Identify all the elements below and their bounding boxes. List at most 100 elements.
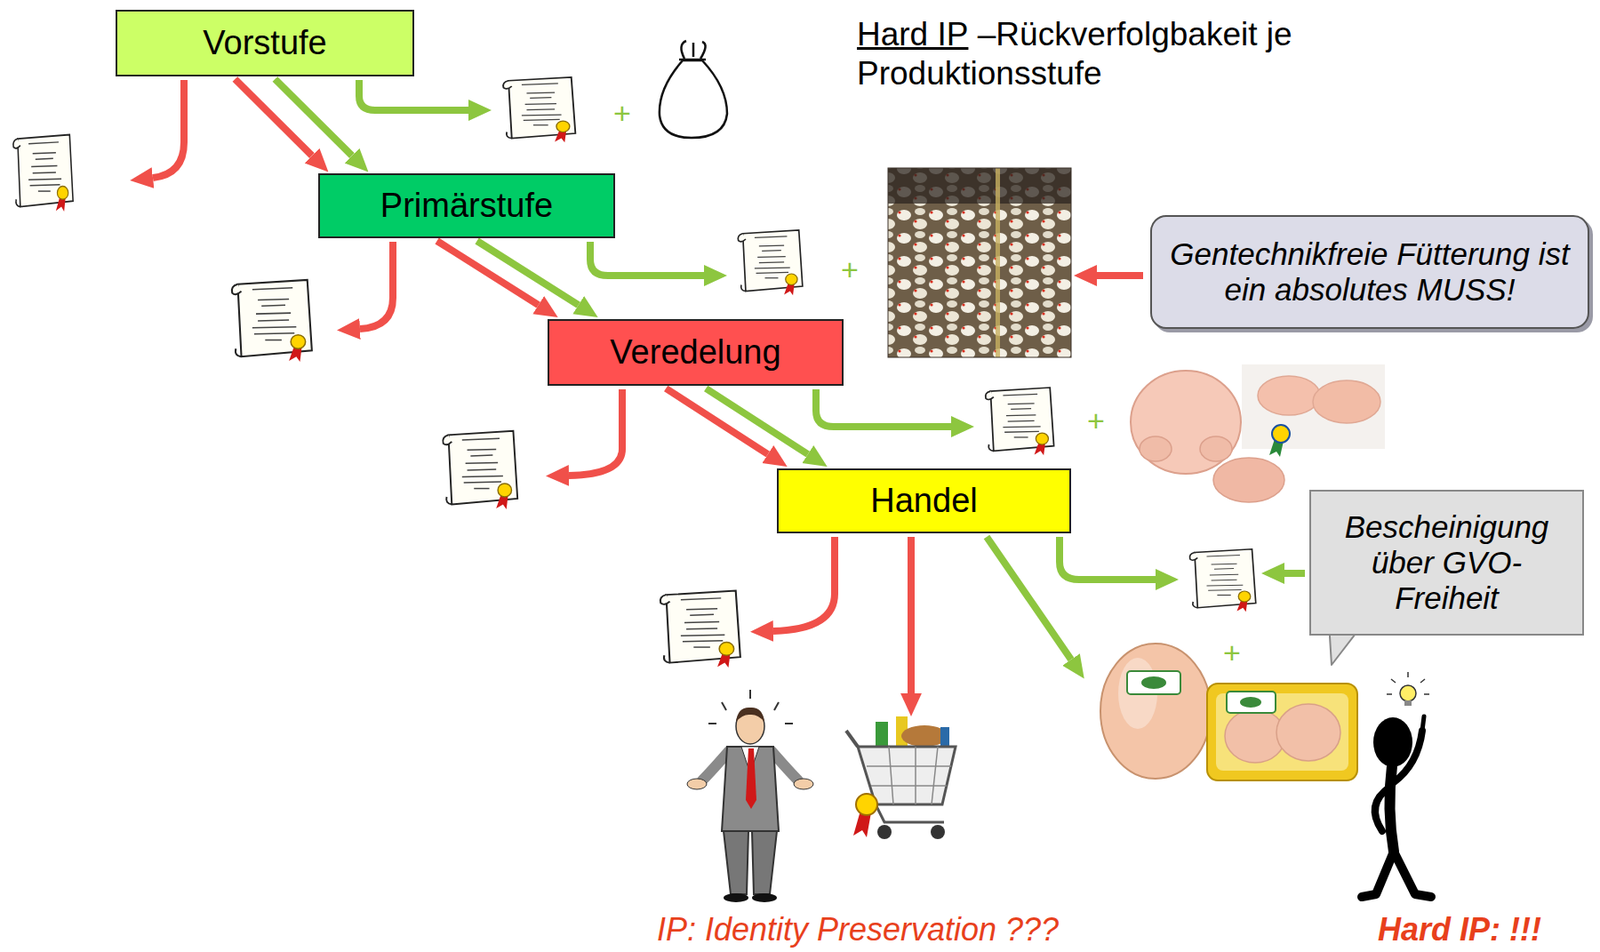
flow-arrow bbox=[773, 536, 835, 632]
plus-sign: + bbox=[1087, 404, 1105, 438]
packaged-breast-tray bbox=[1226, 691, 1276, 713]
shopping-cart bbox=[875, 804, 944, 823]
flow-arrow bbox=[359, 80, 469, 111]
chicken-barn-photo bbox=[888, 168, 1072, 358]
flow-arrow bbox=[907, 536, 915, 694]
plus-sign: + bbox=[840, 253, 859, 287]
chicken-barn-photo bbox=[888, 168, 1072, 358]
motion-lines bbox=[708, 722, 717, 725]
flow-connector bbox=[477, 240, 579, 305]
seed-bag bbox=[659, 60, 728, 138]
flow-arrow bbox=[152, 80, 1305, 694]
motion-lines bbox=[784, 722, 793, 725]
packaged-chicken bbox=[1127, 671, 1181, 695]
packaged-breast-tray bbox=[1207, 683, 1358, 781]
stage-box: Vorstufe bbox=[115, 9, 415, 77]
plus-sign: + bbox=[1223, 636, 1241, 670]
title-text: Hard IP bbox=[856, 16, 968, 53]
stage-box: Veredelung bbox=[547, 319, 844, 386]
idea-figure bbox=[1375, 786, 1391, 832]
flow-arrow bbox=[360, 241, 393, 329]
seed-bag bbox=[679, 58, 706, 62]
shopping-cart bbox=[846, 730, 858, 747]
packaged-chicken bbox=[1141, 676, 1167, 689]
stage-box: Primärstufe bbox=[318, 173, 616, 239]
bulb-rays bbox=[1407, 672, 1409, 678]
speech-bubble: Bescheinigung über GVO-Freiheit bbox=[1309, 489, 1584, 636]
raw-chicken-photo bbox=[1272, 424, 1290, 443]
chicken-barn-photo bbox=[888, 168, 1072, 204]
caption-text: IP: Identity Preservation ??? bbox=[656, 912, 1059, 948]
certificate-icon bbox=[1189, 549, 1256, 613]
idea-figure bbox=[1373, 717, 1413, 768]
packaged-chicken bbox=[1100, 643, 1211, 779]
raw-chicken-photo bbox=[1312, 380, 1381, 424]
shopping-cart bbox=[930, 824, 945, 840]
shopping-cart bbox=[866, 746, 952, 805]
flow-connector bbox=[705, 388, 808, 455]
certificate-icon bbox=[985, 387, 1055, 456]
businessman-figure bbox=[736, 707, 765, 722]
shopping-cart bbox=[877, 824, 892, 840]
businessman-figure bbox=[721, 746, 779, 832]
flow-connector bbox=[274, 79, 352, 156]
packaged-breast-tray bbox=[1240, 696, 1262, 708]
businessman-figure bbox=[793, 778, 814, 790]
businessman-figure bbox=[752, 831, 777, 895]
businessman-figure bbox=[687, 778, 707, 790]
plus-sign: + bbox=[613, 96, 632, 130]
node-text: Handel bbox=[870, 481, 977, 521]
bulb-rays bbox=[1386, 672, 1430, 695]
flow-connector bbox=[234, 79, 312, 156]
businessman-figure bbox=[745, 748, 757, 809]
certificate-icon bbox=[232, 280, 312, 362]
bulb-rays bbox=[1391, 679, 1396, 683]
node-text: Veredelung bbox=[609, 333, 781, 373]
businessman-figure bbox=[723, 893, 749, 903]
chicken-barn-photo bbox=[888, 168, 1072, 358]
flow-arrow bbox=[816, 389, 952, 427]
idea-figure bbox=[1422, 716, 1424, 731]
raw-chicken-photo bbox=[1139, 436, 1172, 462]
raw-chicken-photo bbox=[1241, 364, 1385, 449]
flow-arrow bbox=[986, 536, 1072, 660]
node-text: Primärstufe bbox=[380, 186, 553, 226]
packaged-breast-tray bbox=[1207, 683, 1358, 781]
certificate-icon bbox=[13, 135, 73, 212]
raw-chicken-photo bbox=[1130, 370, 1241, 474]
bulb-rays bbox=[1424, 693, 1430, 696]
businessman-figure bbox=[752, 893, 777, 903]
certificate-icon bbox=[442, 431, 518, 510]
stage-box: Handel bbox=[776, 468, 1072, 534]
node-text: Gentechnikfreie Fütterung ist ein absolu… bbox=[1162, 236, 1577, 309]
flow-arrow bbox=[1096, 272, 1144, 280]
certificate-icon bbox=[660, 591, 741, 668]
chicken-barn-photo bbox=[995, 168, 1000, 358]
businessman-figure bbox=[687, 689, 814, 903]
shopping-cart bbox=[856, 793, 878, 816]
node-text: Vorstufe bbox=[202, 24, 327, 64]
bulb-rays bbox=[1420, 679, 1425, 683]
seed-bag bbox=[680, 40, 705, 59]
title-block: Hard IP–Rückverfolgbakeit je Produktions… bbox=[856, 15, 1444, 95]
node-text: Bescheinigung über GVO-Freiheit bbox=[1320, 509, 1574, 617]
flow-arrow bbox=[590, 241, 704, 276]
flow-arrow bbox=[152, 80, 184, 178]
packaged-chicken bbox=[1100, 643, 1211, 779]
raw-chicken-photo bbox=[1200, 436, 1232, 462]
raw-chicken-photo bbox=[1213, 457, 1285, 503]
flow-arrow bbox=[1284, 569, 1305, 577]
certificate-icon bbox=[737, 230, 803, 296]
motion-lines bbox=[721, 702, 727, 711]
motion-lines bbox=[749, 689, 752, 699]
idea-figure bbox=[1361, 851, 1432, 897]
idea-figure bbox=[1400, 685, 1416, 702]
idea-figure bbox=[1361, 672, 1432, 897]
flow-arrow bbox=[1059, 536, 1156, 580]
raw-chicken-photo bbox=[1130, 364, 1385, 503]
callout-box: Gentechnikfreie Fütterung ist ein absolu… bbox=[1150, 215, 1590, 329]
certificate-icon bbox=[503, 77, 576, 143]
flow-arrow bbox=[568, 389, 623, 476]
seed-bag bbox=[659, 40, 728, 138]
